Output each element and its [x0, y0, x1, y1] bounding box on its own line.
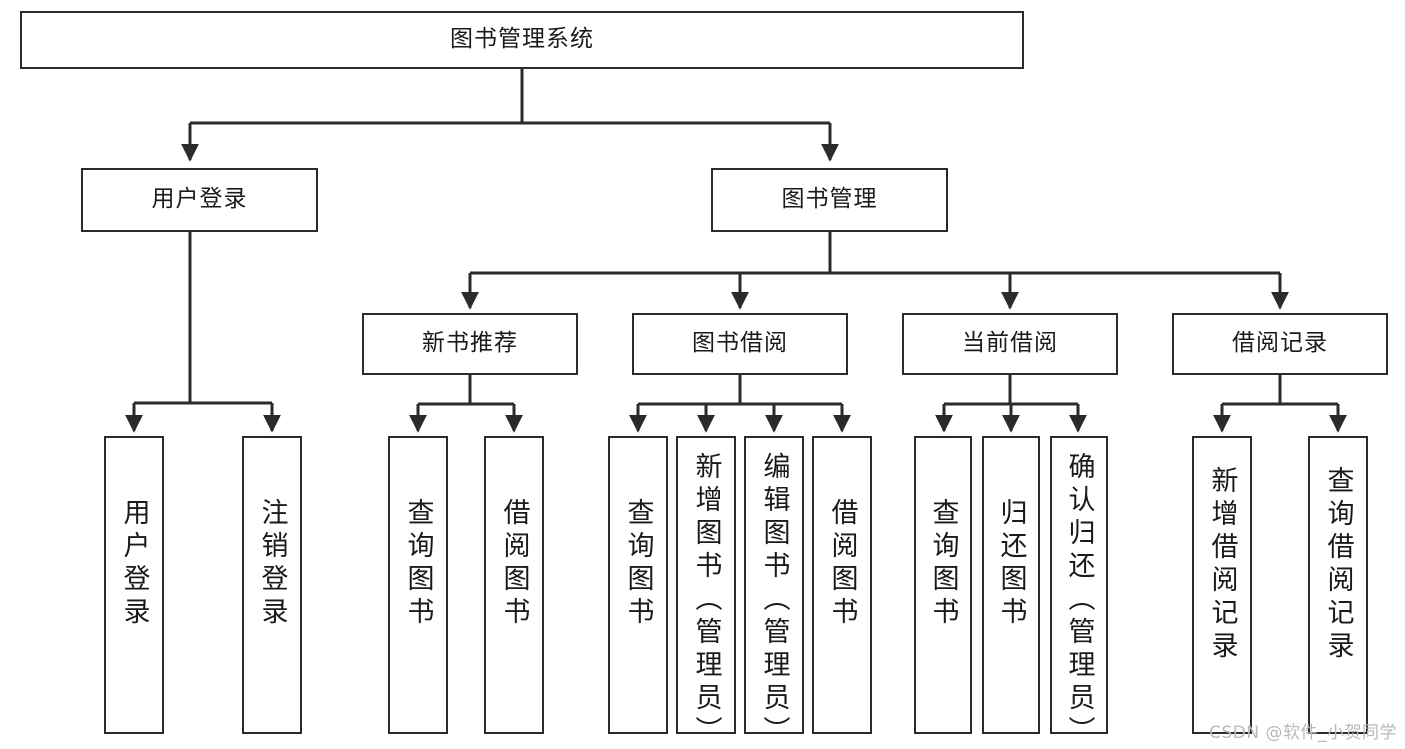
- node-label: 用户登录: [151, 186, 248, 213]
- node-label: 新增借阅记录: [1206, 466, 1238, 664]
- leaf-logout[interactable]: 注销登录: [242, 436, 302, 734]
- leaf-query-book-current[interactable]: 查询图书: [914, 436, 972, 734]
- leaf-query-book-recommend[interactable]: 查询图书: [388, 436, 448, 734]
- node-label: 查询图书: [927, 498, 959, 630]
- node-borrow-records[interactable]: 借阅记录: [1172, 313, 1388, 375]
- leaf-add-book-admin[interactable]: 新增图书（管理员）: [676, 436, 736, 749]
- node-label: 归还图书: [995, 498, 1027, 630]
- leaf-user-login[interactable]: 用户登录: [104, 436, 164, 734]
- leaf-query-book-borrow[interactable]: 查询图书: [608, 436, 668, 734]
- node-user-login[interactable]: 用户登录: [81, 168, 318, 232]
- node-label: 编辑图书（管理员）: [758, 452, 790, 749]
- node-label: 图书借阅: [692, 330, 788, 357]
- leaf-borrow-book-recommend[interactable]: 借阅图书: [484, 436, 544, 734]
- node-label: 新书推荐: [422, 330, 518, 357]
- node-label: 图书管理系统: [450, 26, 594, 53]
- node-label: 查询借阅记录: [1322, 466, 1354, 664]
- node-new-book-recommend[interactable]: 新书推荐: [362, 313, 578, 375]
- leaf-edit-book-admin[interactable]: 编辑图书（管理员）: [744, 436, 804, 749]
- watermark-text: CSDN @软件_小贺同学: [1209, 723, 1397, 743]
- leaf-return-book[interactable]: 归还图书: [982, 436, 1040, 734]
- node-root-system[interactable]: 图书管理系统: [20, 11, 1024, 69]
- node-label: 查询图书: [622, 498, 654, 630]
- node-label: 借阅记录: [1232, 330, 1328, 357]
- node-label: 当前借阅: [962, 330, 1058, 357]
- node-label: 注销登录: [256, 498, 288, 630]
- node-book-management[interactable]: 图书管理: [711, 168, 948, 232]
- leaf-confirm-return-admin[interactable]: 确认归还（管理员）: [1050, 436, 1108, 749]
- node-label: 用户登录: [118, 498, 150, 630]
- node-label: 新增图书（管理员）: [690, 452, 722, 749]
- leaf-add-borrow-record[interactable]: 新增借阅记录: [1192, 436, 1252, 734]
- node-book-borrow[interactable]: 图书借阅: [632, 313, 848, 375]
- leaf-borrow-book[interactable]: 借阅图书: [812, 436, 872, 734]
- node-label: 查询图书: [402, 498, 434, 630]
- leaf-query-borrow-record[interactable]: 查询借阅记录: [1308, 436, 1368, 734]
- node-label: 图书管理: [781, 186, 878, 213]
- node-label: 借阅图书: [498, 498, 530, 630]
- node-current-borrow[interactable]: 当前借阅: [902, 313, 1118, 375]
- node-label: 借阅图书: [826, 498, 858, 630]
- node-label: 确认归还（管理员）: [1063, 452, 1095, 749]
